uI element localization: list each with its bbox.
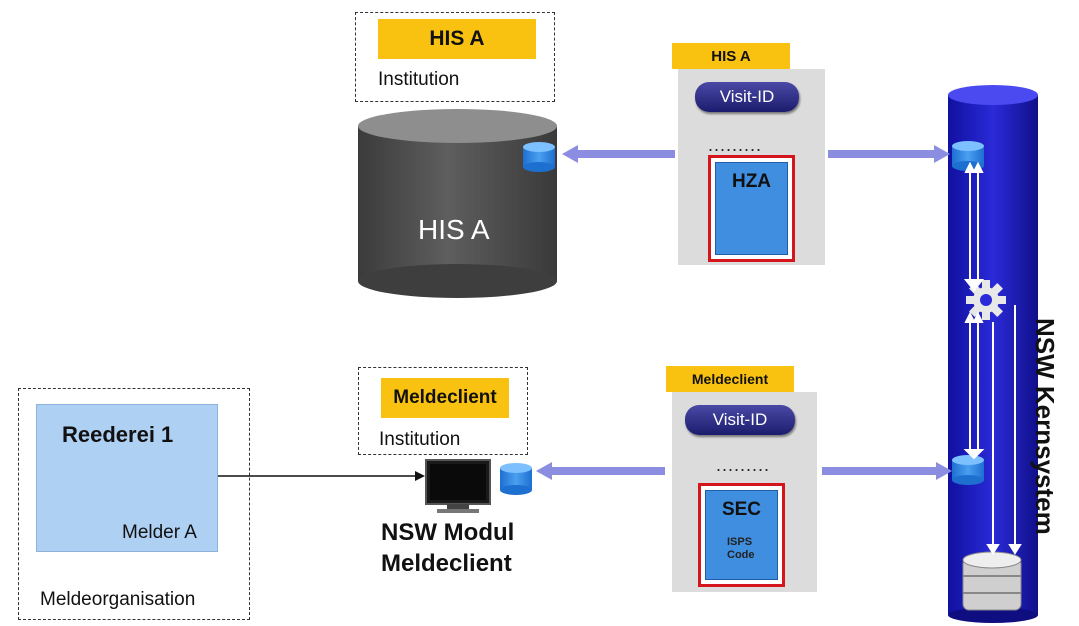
his-a-visit-id-pill: Visit-ID xyxy=(695,82,799,112)
gear-icon xyxy=(966,280,1006,320)
his-a-database-cylinder xyxy=(358,109,557,298)
monitor-icon xyxy=(425,459,491,513)
server-database-icon xyxy=(962,551,1022,611)
melde-institution-box: Meldeclient Institution xyxy=(358,367,528,455)
nsw-modul-line2: Meldeclient xyxy=(381,550,512,577)
hza-module: HZA xyxy=(708,155,795,262)
his-a-db-small-icon xyxy=(523,142,555,172)
client-db-icon xyxy=(500,463,532,495)
core-internal-arrows xyxy=(963,161,1022,555)
his-a-institution-box: HIS A Institution xyxy=(355,12,555,102)
his-a-ellipsis: ......... xyxy=(708,135,763,155)
melder-name: Melder A xyxy=(122,522,197,543)
reederei-card xyxy=(36,404,218,552)
sec-module-title: SEC xyxy=(721,499,762,520)
melde-institution-caption: Institution xyxy=(379,429,461,450)
melde-institution-label: Meldeclient xyxy=(381,378,509,418)
melde-visit-id-pill: Visit-ID xyxy=(685,405,795,435)
nsw-modul-line1: NSW Modul xyxy=(381,519,515,546)
sec-module: SEC xyxy=(698,483,785,587)
nsw-kernsystem-label: NSW Kernsystem xyxy=(1030,318,1060,535)
reederei-to-client-arrow xyxy=(218,471,425,481)
melde-panel-tag: Meldeclient xyxy=(666,366,794,392)
isps-badge-line1: ISPS xyxy=(727,536,753,548)
his-a-institution-caption: Institution xyxy=(378,69,460,90)
hza-module-title: HZA xyxy=(731,171,772,192)
core-db-icon-bottom xyxy=(952,455,984,485)
isps-badge-line2: Code xyxy=(727,549,755,561)
reederei-title: Reederei 1 xyxy=(62,422,174,447)
meldeorganisation-label: Meldeorganisation xyxy=(40,589,196,610)
his-a-institution-label: HIS A xyxy=(378,19,536,59)
hza-module-inner: HZA xyxy=(715,162,788,255)
his-a-database-label: HIS A xyxy=(418,214,490,245)
sec-module-inner: SEC xyxy=(705,490,778,580)
meldeorganisation-box xyxy=(18,388,250,620)
melde-ellipsis: ......... xyxy=(716,455,771,475)
his-a-panel-tag: HIS A xyxy=(672,43,790,69)
flow-arrows xyxy=(536,145,952,480)
